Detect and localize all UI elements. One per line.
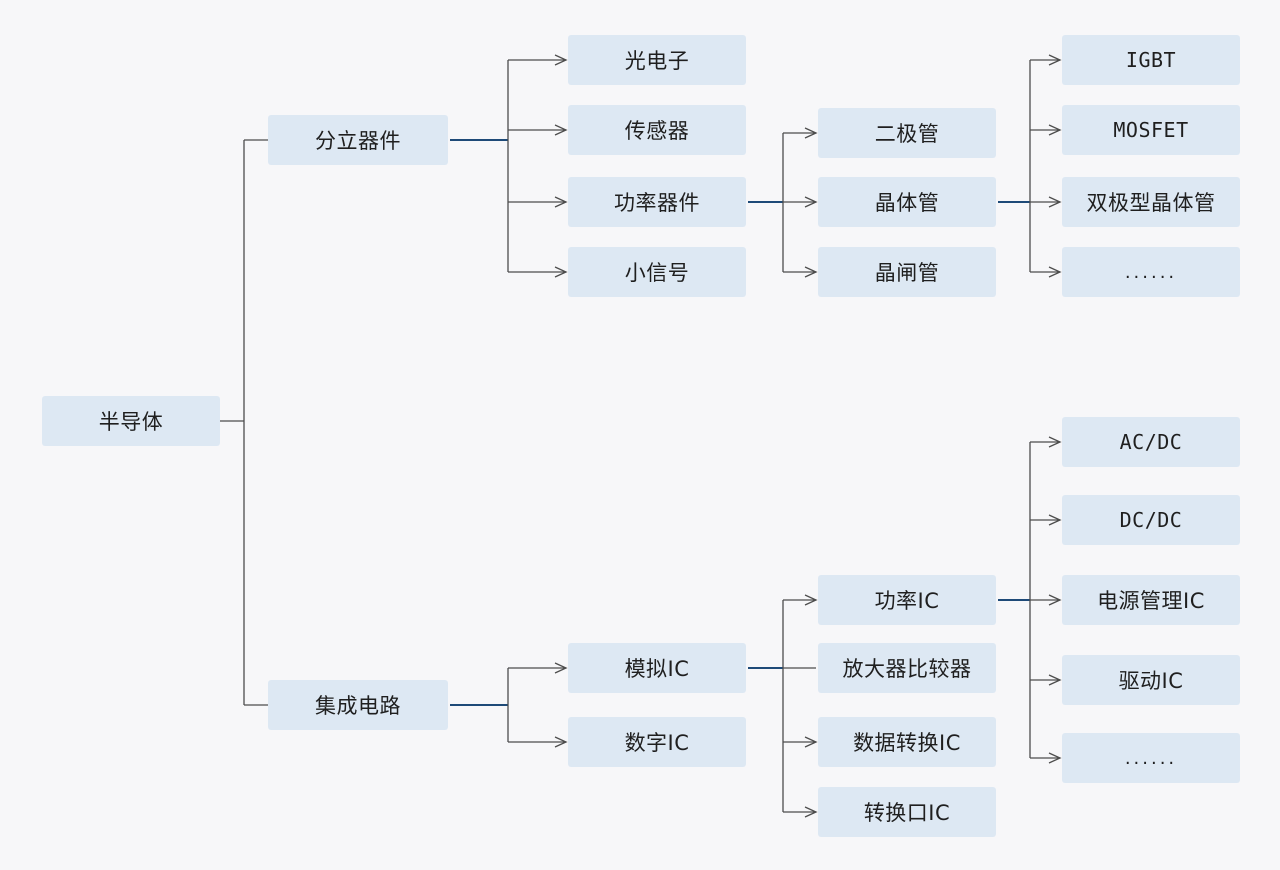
node-power-ic-more: ......: [1062, 733, 1240, 783]
node-data-converter-ic: 数据转换IC: [818, 717, 996, 767]
node-driver-ic: 驱动IC: [1062, 655, 1240, 705]
node-label: 功率IC: [874, 589, 940, 613]
node-label: 集成电路: [315, 694, 401, 718]
analog-ic-connector: [748, 594, 818, 818]
node-dc-dc: DC/DC: [1062, 495, 1240, 545]
node-label: DC/DC: [1119, 508, 1183, 532]
node-small-signal: 小信号: [568, 247, 746, 297]
power-device-connector: [748, 127, 818, 278]
node-label: ......: [1124, 261, 1178, 283]
node-label: 数据转换IC: [853, 731, 961, 755]
node-label: MOSFET: [1113, 118, 1189, 142]
node-transistor: 晶体管: [818, 177, 996, 227]
node-label: AC/DC: [1119, 430, 1183, 454]
node-analog-ic: 模拟IC: [568, 643, 746, 693]
node-label: 模拟IC: [624, 657, 690, 681]
node-igbt: IGBT: [1062, 35, 1240, 85]
node-optoelectronics: 光电子: [568, 35, 746, 85]
node-label: 晶体管: [874, 191, 940, 215]
node-digital-ic: 数字IC: [568, 717, 746, 767]
node-label: 二极管: [874, 122, 940, 146]
node-power-device: 功率器件: [568, 177, 746, 227]
ic-connector: [450, 662, 568, 748]
node-label: 分立器件: [315, 129, 401, 153]
discrete-connector: [450, 54, 568, 278]
node-label: 传感器: [624, 119, 690, 143]
transistor-connector: [998, 54, 1062, 278]
node-label: IGBT: [1125, 48, 1177, 72]
node-diode: 二极管: [818, 108, 996, 158]
node-transistor-more: ......: [1062, 247, 1240, 297]
node-label: 放大器比较器: [842, 657, 972, 681]
node-label: 电源管理IC: [1097, 589, 1205, 613]
node-amplifier-comparator: 放大器比较器: [818, 643, 996, 693]
node-discrete-devices: 分立器件: [268, 115, 448, 165]
node-sensor: 传感器: [568, 105, 746, 155]
node-power-ic: 功率IC: [818, 575, 996, 625]
node-label: 功率器件: [614, 191, 700, 215]
node-label: 双极型晶体管: [1086, 191, 1216, 215]
root-connector: [219, 139, 268, 706]
node-ac-dc: AC/DC: [1062, 417, 1240, 467]
node-label: ......: [1124, 747, 1178, 769]
node-mosfet: MOSFET: [1062, 105, 1240, 155]
node-thyristor: 晶闸管: [818, 247, 996, 297]
node-label: 小信号: [624, 261, 690, 285]
node-integrated-circuit: 集成电路: [268, 680, 448, 730]
power-ic-connector: [998, 436, 1062, 764]
node-pmic: 电源管理IC: [1062, 575, 1240, 625]
node-interface-ic: 转换口IC: [818, 787, 996, 837]
node-bjt: 双极型晶体管: [1062, 177, 1240, 227]
node-label: 光电子: [624, 49, 690, 73]
node-label: 晶闸管: [874, 261, 940, 285]
node-semiconductor: 半导体: [42, 396, 220, 446]
node-label: 转换口IC: [863, 801, 951, 825]
node-label: 数字IC: [624, 731, 690, 755]
node-label: 半导体: [98, 410, 164, 434]
node-label: 驱动IC: [1118, 669, 1184, 693]
